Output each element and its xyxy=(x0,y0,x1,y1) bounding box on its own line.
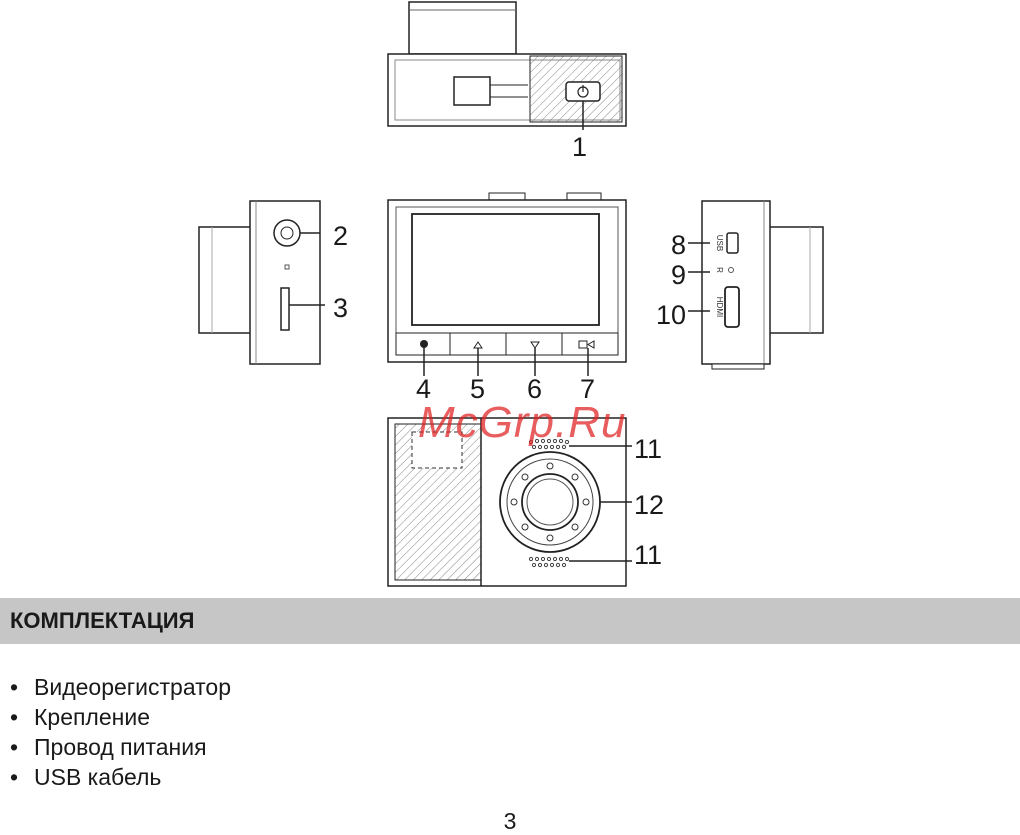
screen xyxy=(412,214,599,325)
usb-port xyxy=(727,233,738,253)
callout-11-top: 11 xyxy=(634,434,662,464)
section-header: КОМПЛЕКТАЦИЯ xyxy=(0,598,1020,644)
bullet-icon: • xyxy=(10,732,34,762)
bullet-icon: • xyxy=(10,672,34,702)
device-diagram: 1 2 3 xyxy=(0,0,1020,600)
left-side-view: 2 3 xyxy=(199,201,348,364)
list-item: •Провод питания xyxy=(10,732,231,762)
callout-1: 1 xyxy=(572,132,587,162)
sd-card-slot xyxy=(281,288,289,330)
callout-9: 9 xyxy=(671,260,686,290)
right-side-view: USB R HDMI 8 9 10 xyxy=(656,201,823,369)
rear-view: 4 5 6 7 xyxy=(388,193,626,404)
lens xyxy=(500,452,600,552)
bullet-icon: • xyxy=(10,762,34,792)
callout-3: 3 xyxy=(333,293,348,323)
section-title: КОМПЛЕКТАЦИЯ xyxy=(10,608,194,634)
callout-11-bottom: 11 xyxy=(634,540,662,570)
reset-label: R xyxy=(715,267,724,273)
callout-10: 10 xyxy=(656,300,686,330)
callout-8: 8 xyxy=(671,230,686,260)
list-item: •Видеорегистратор xyxy=(10,672,231,702)
bullet-icon: • xyxy=(10,702,34,732)
callout-12: 12 xyxy=(634,490,664,520)
list-item: •USB кабель xyxy=(10,762,231,792)
hdmi-port xyxy=(725,287,739,327)
top-view: 1 xyxy=(388,2,626,162)
hdmi-label: HDMI xyxy=(715,297,724,317)
usb-label: USB xyxy=(715,235,724,251)
watermark: McGrp.Ru xyxy=(418,398,626,448)
list-item: •Крепление xyxy=(10,702,231,732)
callout-2: 2 xyxy=(333,221,348,251)
kit-list: •Видеорегистратор •Крепление •Провод пит… xyxy=(10,672,231,792)
